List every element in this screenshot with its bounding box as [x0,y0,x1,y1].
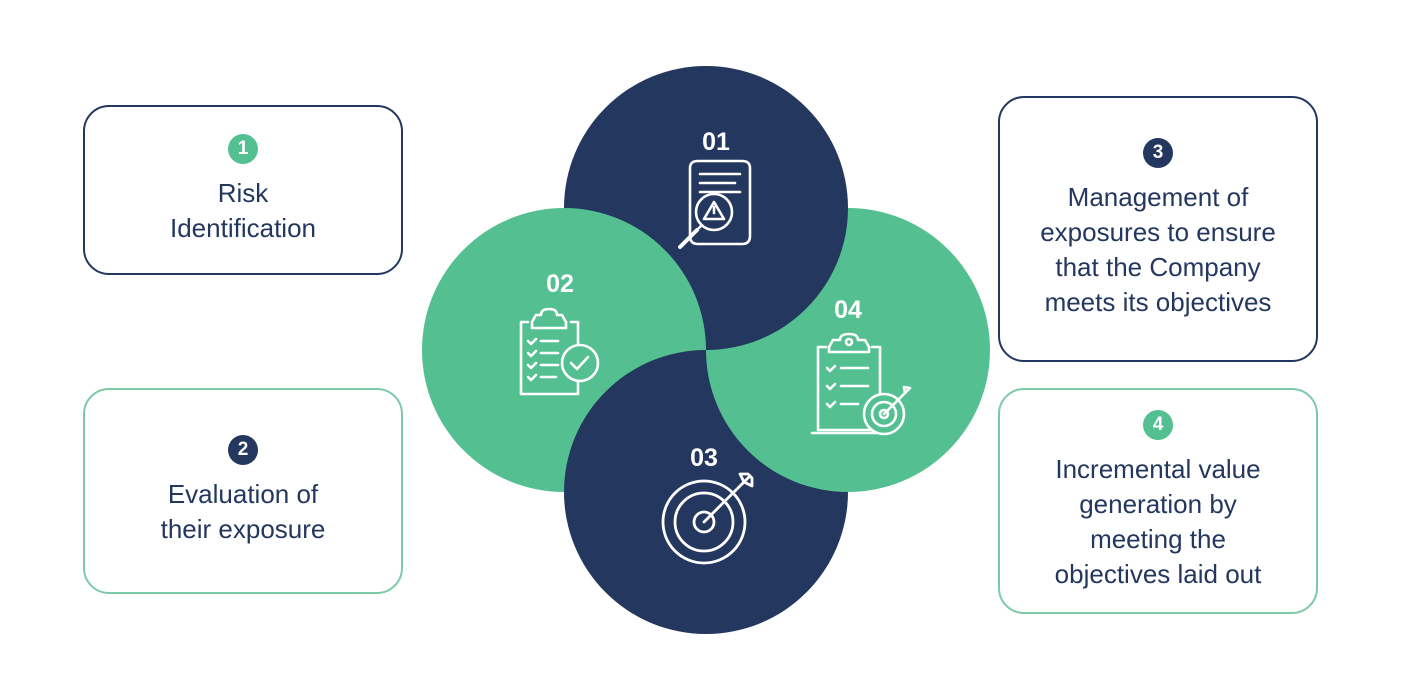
card-text-3: Management of exposures to ensure that t… [1040,182,1276,317]
card-text-4: Incremental value generation by meeting … [1054,454,1262,589]
card-incremental-value: 4 Incremental value generation by meetin… [998,388,1318,614]
badge-3: 3 [1143,138,1173,168]
circle-number-02: 02 [546,270,574,298]
card-evaluation: 2 Evaluation of their exposure [83,388,403,594]
card-management: 3 Management of exposures to ensure that… [998,96,1318,362]
clipboard-target-icon [810,332,912,436]
document-warning-magnifier-icon [678,159,752,249]
badge-4: 4 [1143,410,1173,440]
badge-1: 1 [228,134,258,164]
circle-number-04: 04 [834,296,862,324]
circle-02-overlap [564,208,706,350]
target-arrow-icon [661,472,754,565]
card-text-2: Evaluation of their exposure [160,479,326,544]
circle-number-01: 01 [702,128,730,156]
badge-2: 2 [228,435,258,465]
card-text-1: Risk Identification [170,178,316,243]
circle-number-03: 03 [690,444,718,472]
circle-04-overlap [706,350,848,492]
clipboard-checklist-check-icon [519,307,600,396]
card-risk-identification: 1 Risk Identification [83,105,403,275]
